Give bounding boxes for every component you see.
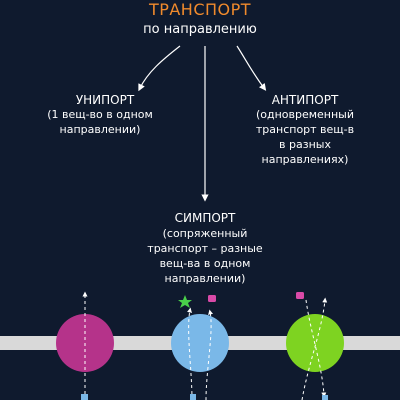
antiport-pink-marker (296, 292, 304, 299)
antiport-path-up (301, 297, 328, 400)
antiport-desc-line: направлениях) (261, 153, 349, 166)
diagram-subtitle: по направлению (143, 22, 257, 37)
symport-path-right (205, 309, 213, 400)
symport-desc-line: вещ-ва в одном (159, 257, 251, 270)
uniport-molecule (81, 394, 88, 400)
arrow-to-antiport (236, 45, 267, 91)
symport-desc-line: направлении) (164, 272, 246, 285)
symport-desc-line: транспорт – разные (147, 242, 263, 255)
symport-protein (171, 314, 229, 372)
antiport-path-down (305, 299, 327, 398)
uniport-desc-line: направлении) (59, 123, 141, 136)
symport-label: СИМПОРТ (174, 211, 236, 225)
green-star-marker (178, 295, 192, 308)
uniport-description: (1 вещ-во в одном направлении) (25, 107, 175, 137)
antiport-description: (одновременный транспорт вещ-в в разных … (235, 107, 375, 167)
symport-path-left (187, 307, 193, 400)
antiport-desc-line: в разных (279, 138, 331, 151)
arrow-to-uniport (138, 45, 181, 92)
antiport-desc-line: (одновременный (255, 108, 355, 121)
symport-blue-molecule (190, 394, 196, 400)
uniport-desc-line: (1 вещ-во в одном (47, 108, 153, 121)
diagram-title: ТРАНСПОРТ (148, 0, 252, 19)
antiport-blue-molecule (322, 395, 328, 400)
symport-pink-marker (208, 295, 216, 302)
symport-desc-line: (сопряженный (162, 227, 248, 240)
symport-description: (сопряженный транспорт – разные вещ-ва в… (130, 226, 280, 286)
antiport-desc-line: транспорт вещ-в (255, 123, 355, 136)
uniport-label: УНИПОРТ (75, 93, 135, 107)
antiport-label: АНТИПОРТ (271, 93, 339, 107)
